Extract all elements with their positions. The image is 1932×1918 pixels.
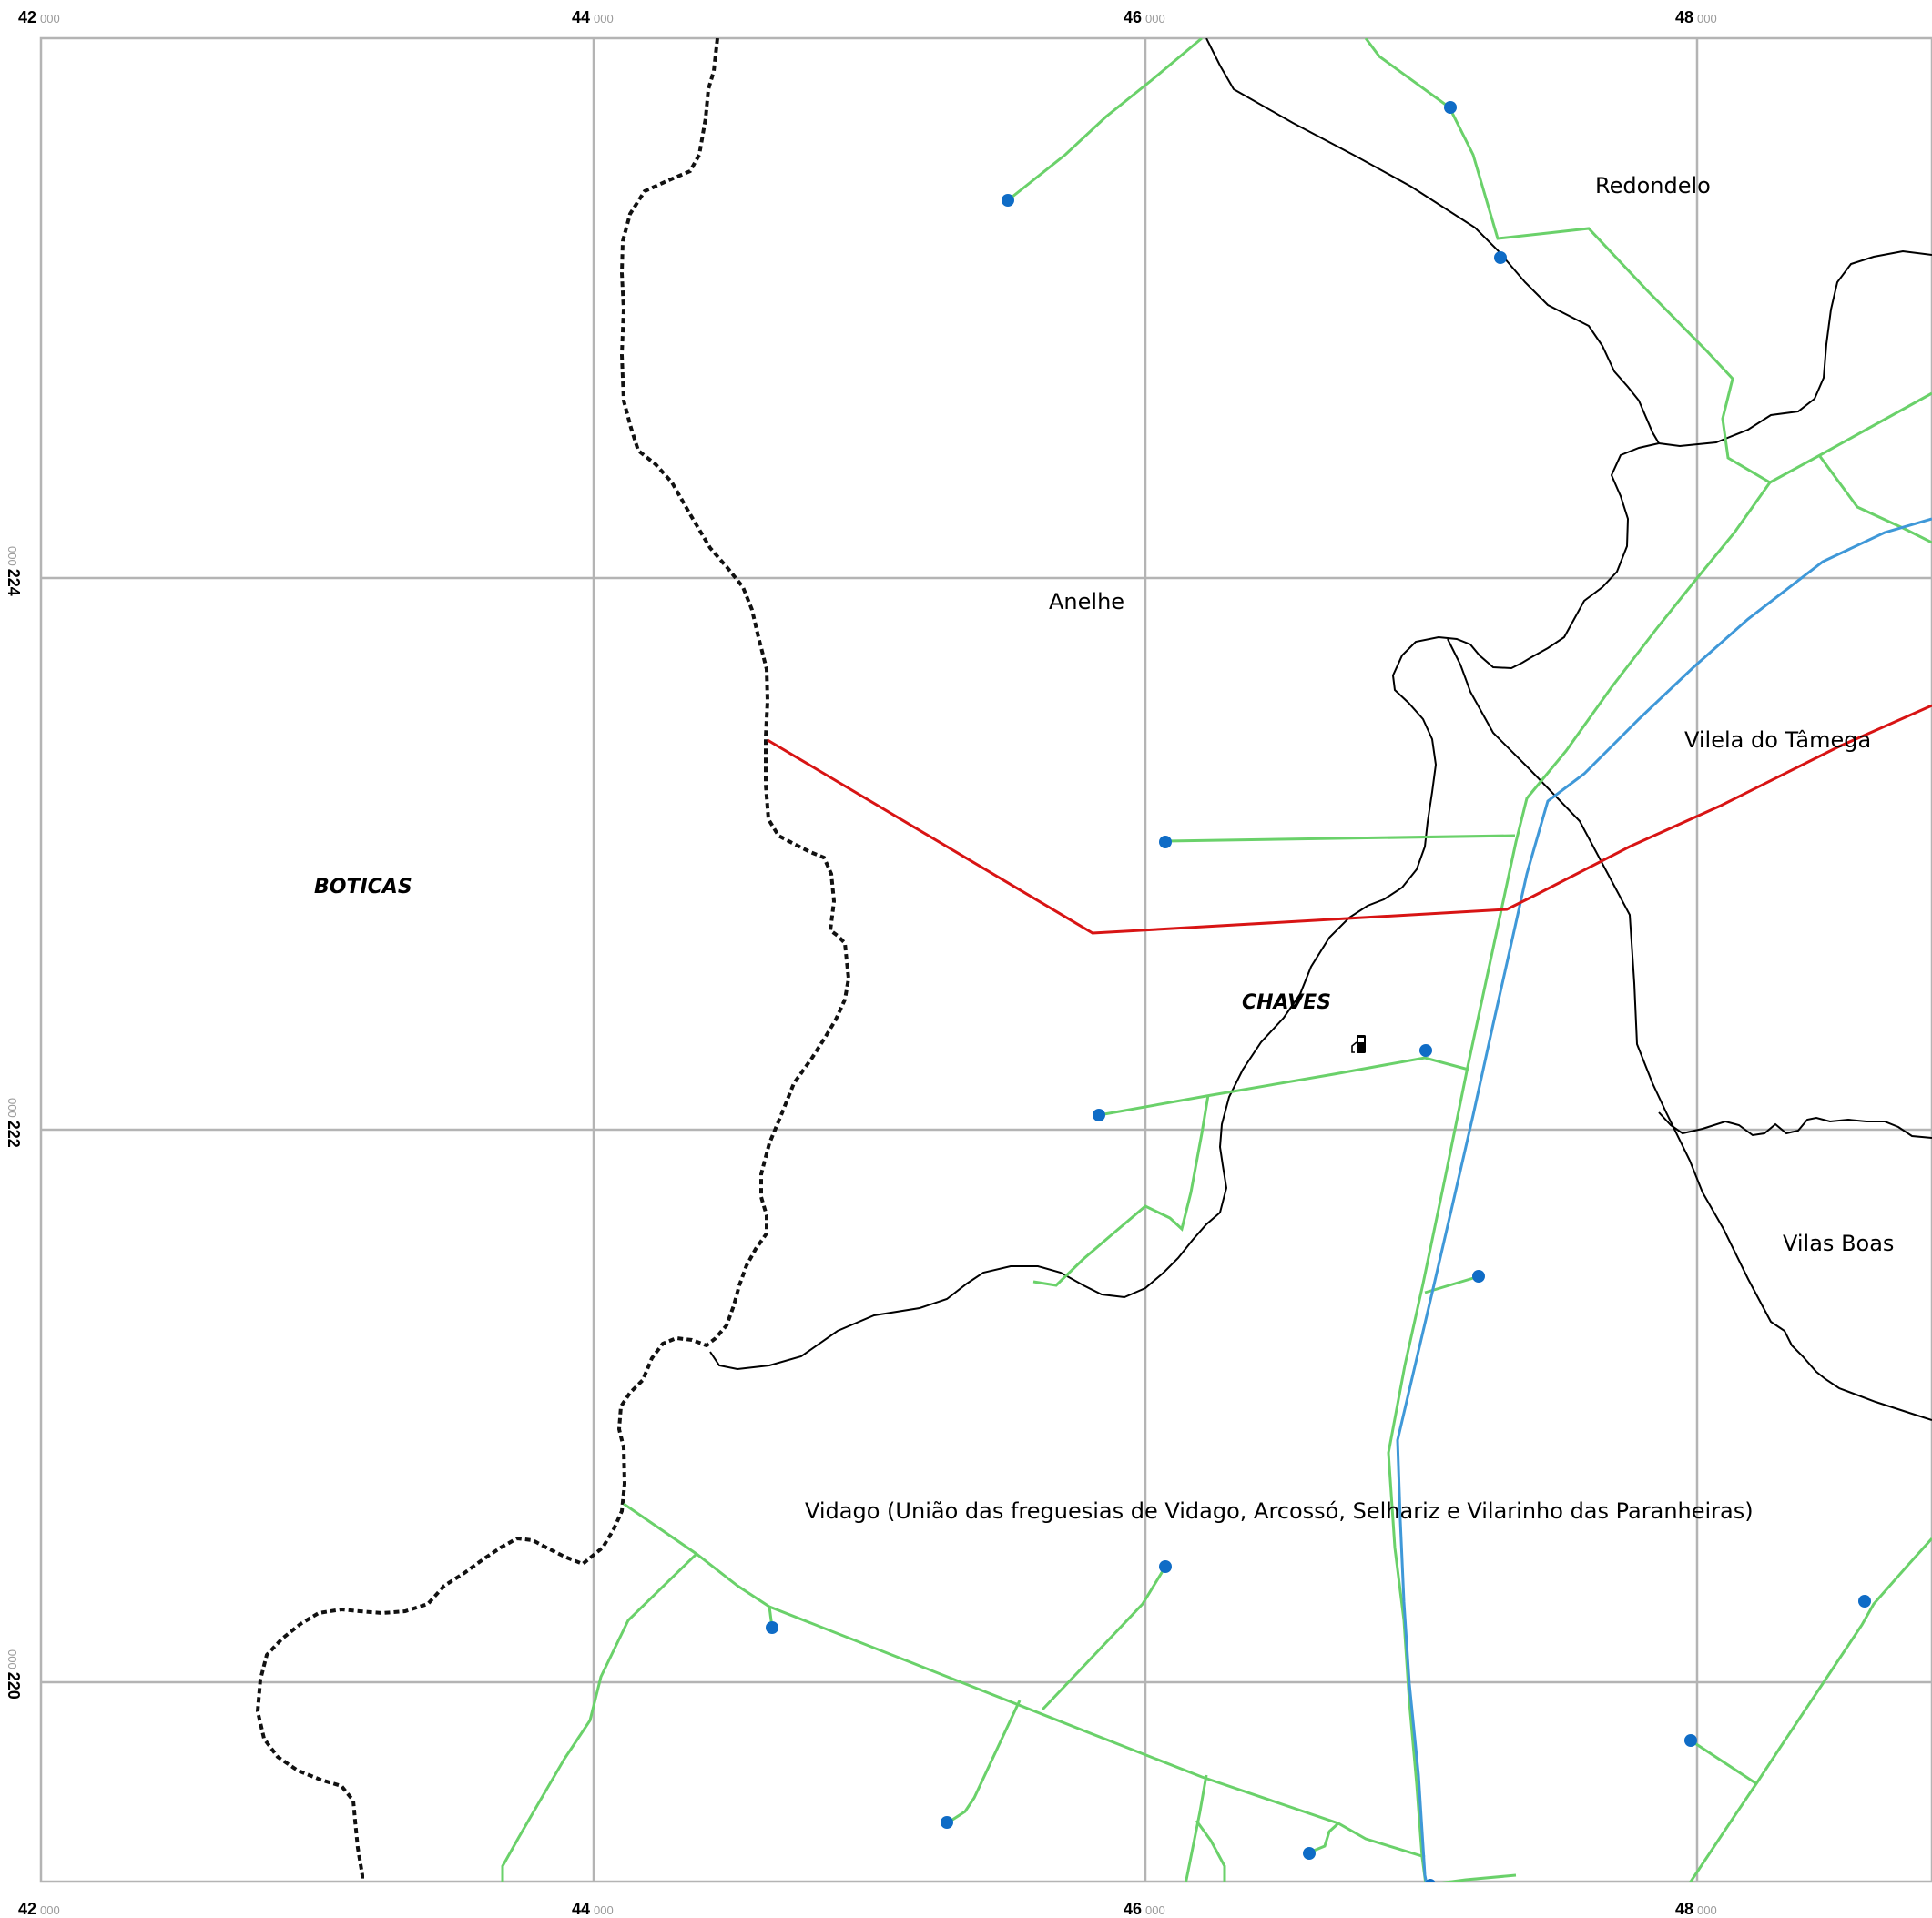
parish-boundary-southeast <box>1658 1111 1932 1139</box>
point-marker[interactable] <box>1002 194 1014 207</box>
y-tick-label: 000220 <box>5 1649 23 1700</box>
municipality-label-boticas: BOTICAS <box>314 876 412 898</box>
point-marker[interactable] <box>1303 1847 1316 1860</box>
point-marker[interactable] <box>1494 251 1507 264</box>
point-marker[interactable] <box>1159 1560 1172 1573</box>
parish-boundary-central <box>1447 638 1932 1421</box>
y-axis-left: 000224 000222 000220 <box>5 546 23 1700</box>
point-marker[interactable] <box>766 1621 778 1634</box>
point-marker[interactable] <box>1444 101 1457 114</box>
point-marker[interactable] <box>1093 1109 1105 1121</box>
green-network <box>501 38 1932 1882</box>
place-label-anelhe: Anelhe <box>1049 589 1124 614</box>
point-marker[interactable] <box>1472 1270 1485 1283</box>
parish-boundary-north <box>1205 38 1660 444</box>
red-network <box>767 704 1932 935</box>
place-label-vilas-boas: Vilas Boas <box>1783 1231 1894 1256</box>
parish-boundary-loop <box>709 442 1660 1371</box>
municipality-label-chaves: CHAVES <box>1242 991 1331 1014</box>
map-frame <box>39 36 1932 1883</box>
point-marker[interactable] <box>941 1816 953 1829</box>
y-tick-label: 000224 <box>5 546 23 596</box>
point-marker[interactable] <box>1425 1879 1436 1890</box>
point-marker[interactable] <box>1684 1734 1697 1747</box>
point-features <box>766 101 1871 1890</box>
point-marker[interactable] <box>1419 1044 1432 1057</box>
parish-boundary-east <box>1658 249 1932 448</box>
municipal-boundary <box>255 38 851 1882</box>
point-marker[interactable] <box>1159 836 1172 848</box>
place-label-vilela: Vilela do Tâmega <box>1684 727 1871 753</box>
grid <box>39 36 1932 1883</box>
place-label-vidago: Vidago (União das freguesias de Vidago, … <box>805 1498 1754 1524</box>
y-tick-label: 000222 <box>5 1098 23 1148</box>
blue-network <box>1396 517 1932 1882</box>
place-label-redondelo: Redondelo <box>1595 173 1711 198</box>
point-marker[interactable] <box>1858 1595 1871 1608</box>
fuel-station-icon[interactable] <box>1351 1035 1366 1053</box>
